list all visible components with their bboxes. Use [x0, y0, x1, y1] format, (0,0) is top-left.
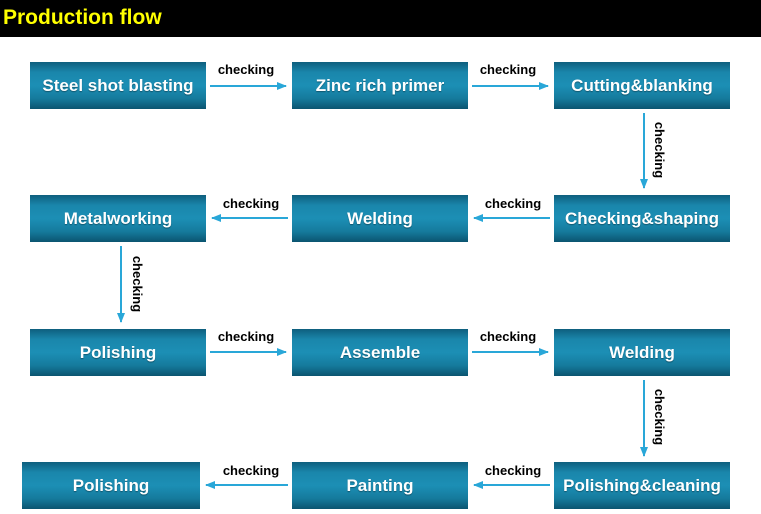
step-welding-1: Welding [292, 195, 468, 242]
step-polishing-1: Polishing [30, 329, 206, 376]
step-polishing-cleaning: Polishing&cleaning [554, 462, 730, 509]
step-metalworking: Metalworking [30, 195, 206, 242]
step-checking-shaping: Checking&shaping [554, 195, 730, 242]
step-polishing-2: Polishing [22, 462, 200, 509]
step-welding-2: Welding [554, 329, 730, 376]
step-cutting-blanking: Cutting&blanking [554, 62, 730, 109]
step-assemble: Assemble [292, 329, 468, 376]
connector-label: checking [217, 62, 275, 77]
step-zinc-rich-primer: Zinc rich primer [292, 62, 468, 109]
connector-label-vertical: checking [130, 255, 145, 313]
connector-label: checking [479, 329, 537, 344]
connector-label-vertical: checking [652, 121, 667, 179]
connector-label: checking [484, 196, 542, 211]
connector-label: checking [222, 196, 280, 211]
step-steel-shot-blasting: Steel shot blasting [30, 62, 206, 109]
header-bar: Production flow [0, 0, 761, 37]
connector-label: checking [479, 62, 537, 77]
step-painting: Painting [292, 462, 468, 509]
connector-label: checking [222, 463, 280, 478]
connector-label-vertical: checking [652, 388, 667, 446]
connector-label: checking [217, 329, 275, 344]
connector-label: checking [484, 463, 542, 478]
page-title: Production flow [3, 6, 162, 29]
